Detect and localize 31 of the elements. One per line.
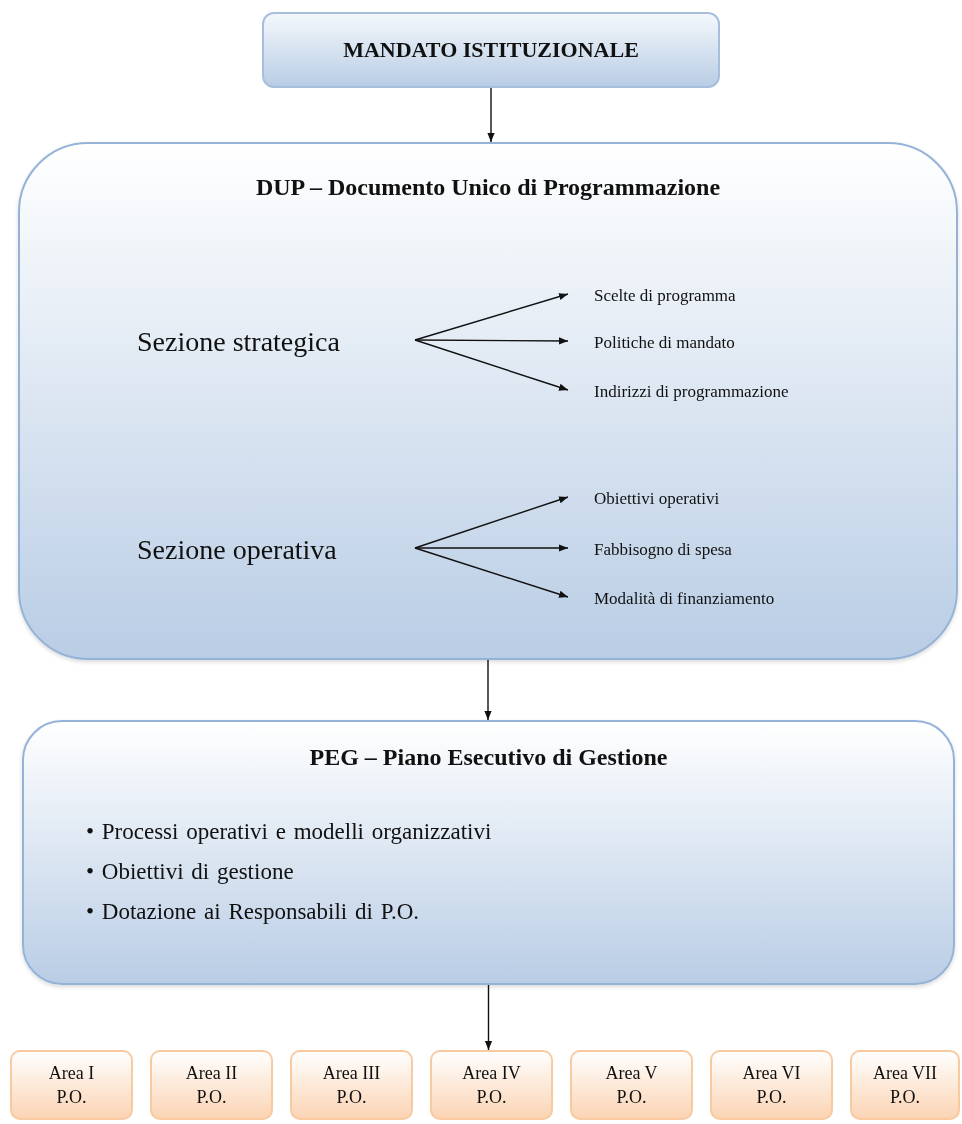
panel-heading: PEG – Piano Esecutivo di Gestione [308,744,669,771]
section-panel [22,720,955,985]
area-box: Area IV P.O. [430,1050,553,1120]
item-label: Modalità di finanziamento [570,585,870,613]
area-box: Area III P.O. [290,1050,413,1120]
item-label: Politiche di mandato [570,329,870,357]
section-label: Sezione strategica [127,320,417,364]
item-label: Indirizzi di programmazione [570,378,870,406]
arrow [484,984,493,1051]
area-box: Area V P.O. [570,1050,693,1120]
area-box: Area VII P.O. [850,1050,960,1120]
title-box: MANDATO ISTITUZIONALE [262,12,720,88]
arrow [414,337,569,345]
section-label: Sezione operativa [127,528,417,572]
item-label: Fabbisogno di spesa [570,536,870,564]
arrow [484,659,492,721]
item-label: Obiettivi operativi [570,485,870,513]
bullet-item: • Processi operativi e modelli organizzativi [86,818,492,846]
bullet-item: • Obiettivi di gestione [86,858,295,886]
bullet-item: • Dotazione ai Responsabili di P.O. [86,898,420,926]
arrow [414,544,569,552]
area-box: Area VI P.O. [710,1050,833,1120]
panel-heading: DUP – Documento Unico di Programmazione [254,174,722,201]
area-box: Area II P.O. [150,1050,273,1120]
arrow [414,496,569,549]
area-box: Area I P.O. [10,1050,133,1120]
section-panel [18,142,958,660]
arrow [414,339,569,391]
item-label: Scelte di programma [570,282,870,310]
arrow [414,547,569,598]
arrow [487,87,495,143]
